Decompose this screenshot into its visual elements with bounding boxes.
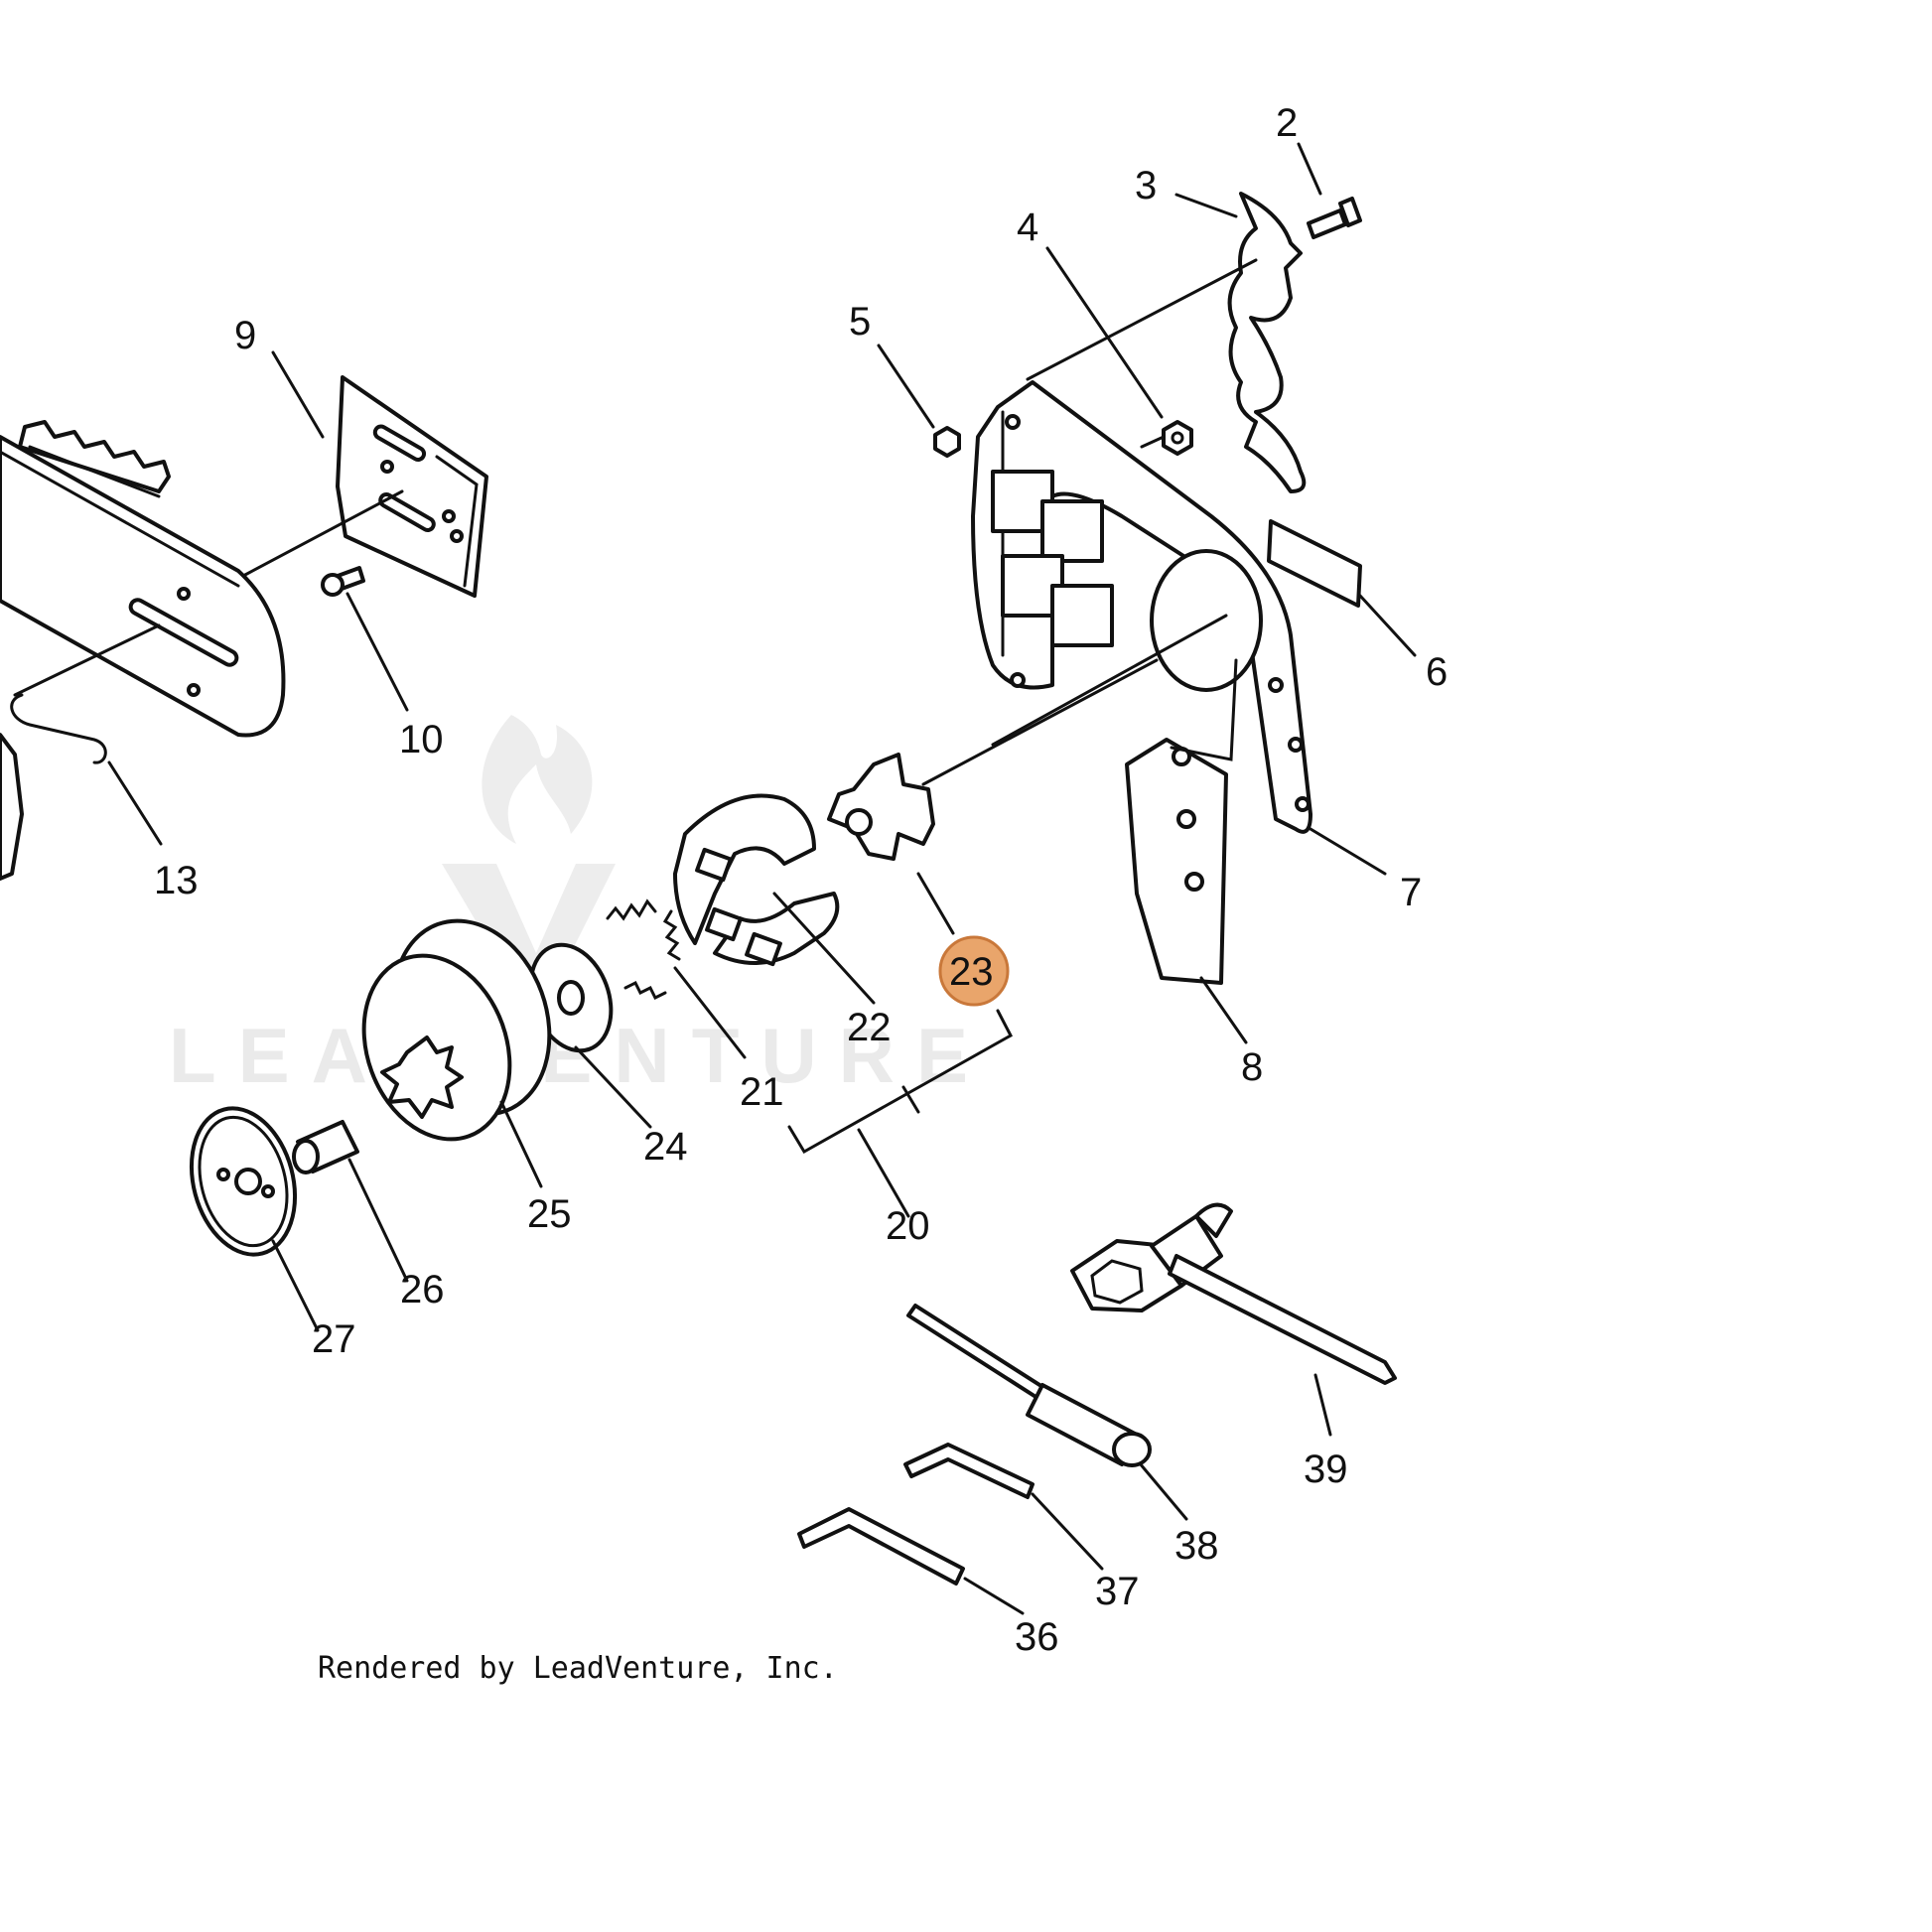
part-4-nut[interactable] (1162, 420, 1193, 456)
callout-37[interactable]: 37 (1095, 1570, 1140, 1613)
callout-27[interactable]: 27 (312, 1317, 356, 1361)
callout-6[interactable]: 6 (1426, 650, 1448, 694)
callout-7[interactable]: 7 (1400, 871, 1422, 914)
callout-20[interactable]: 20 (886, 1204, 930, 1248)
assembly-20-bracket (787, 1009, 1014, 1218)
render-credit: Rendered by LeadVenture, Inc. (318, 1651, 838, 1686)
part-25-clutch-drum[interactable] (340, 898, 576, 1160)
callout-13[interactable]: 13 (154, 859, 199, 902)
part-8-plate[interactable] (1125, 738, 1228, 985)
callout-8[interactable]: 8 (1241, 1045, 1263, 1089)
saw-chain[interactable] (18, 420, 171, 498)
part-21-springs[interactable] (606, 898, 681, 1001)
part-39-combination-wrench[interactable] (1070, 1202, 1397, 1385)
assembly-lines (13, 258, 1258, 786)
callout-22[interactable]: 22 (847, 1006, 892, 1049)
clutch-cover[interactable] (971, 380, 1312, 834)
part-13-spring-clip[interactable] (10, 693, 107, 764)
callout-23[interactable]: 23 (949, 950, 994, 994)
chain-tensioner-bracket[interactable] (0, 733, 24, 881)
callout-25[interactable]: 25 (527, 1192, 572, 1236)
callout-39[interactable]: 39 (1304, 1448, 1348, 1491)
part-27-rim-sprocket[interactable] (176, 1097, 310, 1267)
callout-5[interactable]: 5 (849, 300, 871, 344)
part-36-hex-key[interactable] (797, 1507, 965, 1586)
part-10-bolt[interactable] (321, 566, 365, 597)
watermark-logo (442, 715, 616, 1023)
part-2-screw[interactable] (1307, 197, 1362, 239)
callout-10[interactable]: 10 (399, 718, 444, 761)
part-9-side-plate[interactable] (336, 375, 488, 598)
part-22-clutch-shoes[interactable] (673, 793, 840, 967)
guide-bar[interactable] (0, 435, 286, 738)
part-3-bumper-spike[interactable] (1227, 192, 1307, 493)
callout-2[interactable]: 2 (1276, 101, 1298, 145)
callout-38[interactable]: 38 (1174, 1524, 1219, 1568)
part-5-nut[interactable] (933, 426, 961, 458)
leader-lines (107, 142, 1417, 1615)
callout-21[interactable]: 21 (740, 1070, 784, 1114)
callout-24[interactable]: 24 (643, 1125, 688, 1169)
part-6-label[interactable] (1267, 519, 1362, 608)
callout-4[interactable]: 4 (1017, 206, 1038, 249)
callout-9[interactable]: 9 (234, 314, 256, 357)
part-37-hex-key[interactable] (903, 1443, 1035, 1499)
callout-26[interactable]: 26 (400, 1268, 445, 1311)
part-26-needle-bearing[interactable] (292, 1120, 359, 1174)
callout-3[interactable]: 3 (1135, 164, 1157, 207)
part-38-screwdriver[interactable] (906, 1304, 1152, 1467)
callout-23-highlight[interactable] (938, 935, 1010, 1007)
callout-36[interactable]: 36 (1015, 1615, 1059, 1659)
part-23-clutch-hub[interactable] (827, 753, 935, 861)
